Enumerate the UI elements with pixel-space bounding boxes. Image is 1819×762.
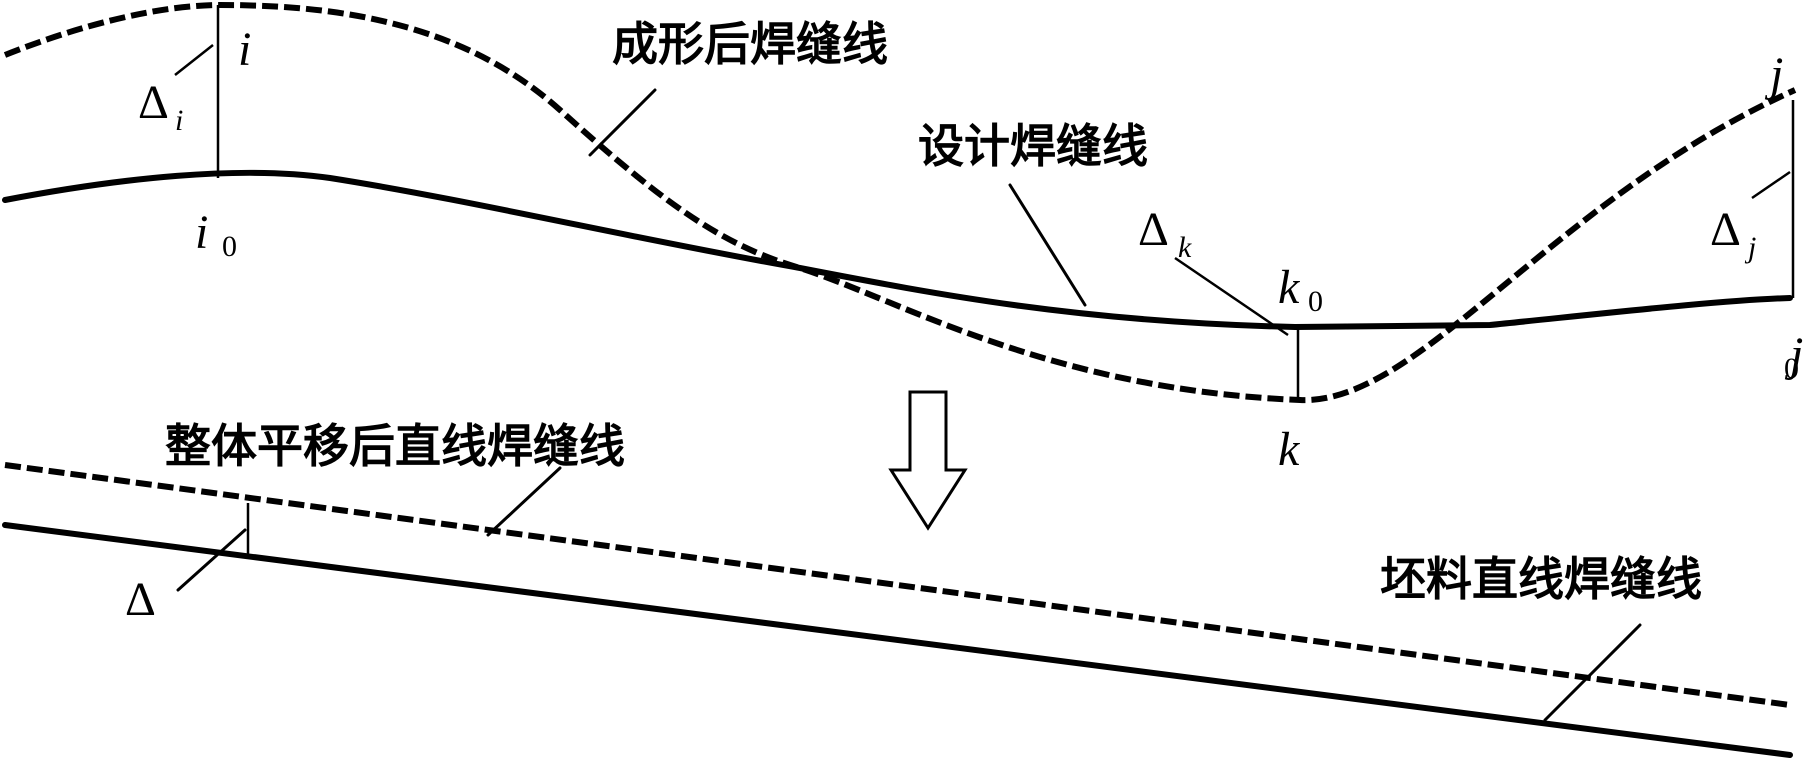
point-j0-subscript: 0 <box>1784 352 1799 385</box>
delta-i-leader <box>174 44 214 76</box>
point-j-label: j <box>1764 48 1783 101</box>
shifted-line-leader <box>486 466 562 537</box>
delta-j-leader <box>1751 170 1791 200</box>
delta-i-subscript: i <box>175 104 183 137</box>
design-weld-line <box>2 169 1793 330</box>
blank-line-label: 坯料直线焊缝线 <box>1380 552 1702 606</box>
delta-j-symbol: Δ <box>1710 203 1741 256</box>
offset-delta-leader <box>176 528 247 592</box>
offset-delta-symbol: Δ <box>125 573 156 626</box>
formed-line-label: 成形后焊缝线 <box>612 17 888 71</box>
point-i0-label: i <box>195 206 208 259</box>
point-k0-label: k <box>1278 261 1301 314</box>
point-i-label: i <box>238 23 251 76</box>
point-k0-subscript: 0 <box>1308 285 1323 318</box>
point-i0-subscript: 0 <box>222 230 237 263</box>
formed-weld-line <box>3 1 1797 404</box>
formed-line-leader <box>588 88 657 157</box>
blank-straight-weld-line <box>2 522 1793 758</box>
blank-line-leader <box>1543 623 1642 722</box>
shifted-line-label: 整体平移后直线焊缝线 <box>165 419 625 473</box>
delta-j-subscript: j <box>1744 231 1756 264</box>
delta-i-symbol: Δ <box>138 76 169 129</box>
design-line-leader <box>1008 183 1087 307</box>
delta-k-subscript: k <box>1178 231 1192 264</box>
point-k-label: k <box>1278 423 1301 476</box>
design-line-label: 设计焊缝线 <box>918 119 1148 173</box>
delta-k-leader <box>1174 256 1289 337</box>
delta-k-symbol: Δ <box>1138 203 1169 256</box>
shifted-straight-weld-line <box>4 462 1791 708</box>
down-hollow-arrow-icon <box>888 390 968 531</box>
